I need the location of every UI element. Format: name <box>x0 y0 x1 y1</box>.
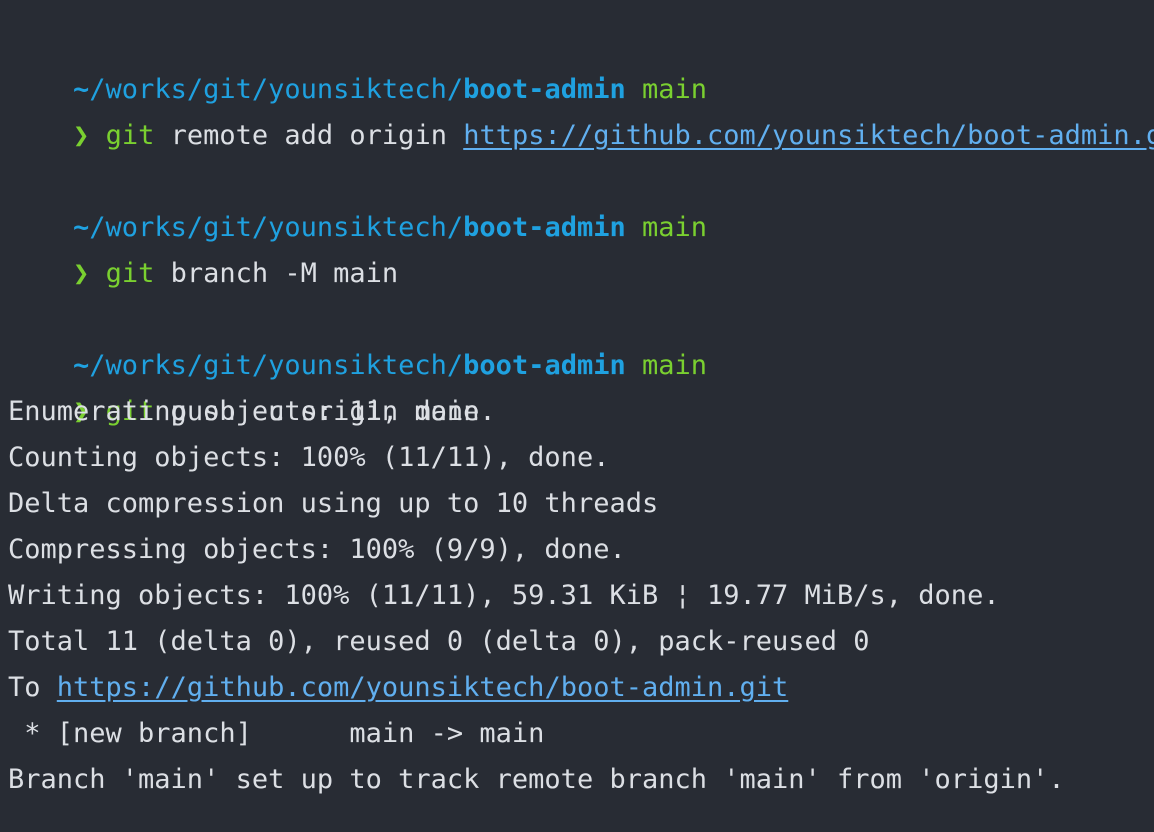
command-line: ❯ git push -u origin main <box>8 343 1154 427</box>
pushed-url-link[interactable]: https://github.com/younsiktech/boot-admi… <box>56 672 789 703</box>
prompt-branch: main <box>642 350 708 381</box>
command-args: remote add origin <box>170 120 447 151</box>
prompt-path: /works/git/younsiktech/ <box>89 350 464 381</box>
output-line: Branch 'main' set up to track remote bra… <box>8 764 1065 795</box>
prompt-home: ~ <box>73 350 90 381</box>
prompt-arrow-icon: ❯ <box>73 396 90 427</box>
prompt-line: ~/works/git/younsiktech/boot-admin main <box>8 21 1154 105</box>
output-line: Delta compression using up to 10 threads <box>8 488 659 519</box>
command-args: push -u origin main <box>170 396 480 427</box>
output-line: Writing objects: 100% (11/11), 59.31 KiB… <box>8 580 1000 611</box>
command-git: git <box>105 258 155 289</box>
output-line: Enumerating objects: 11, done. <box>8 396 496 427</box>
output-line: * [new branch] main -> main <box>8 718 545 749</box>
output-line: Compressing objects: 100% (9/9), done. <box>8 534 626 565</box>
prompt-path: /works/git/younsiktech/ <box>89 212 464 243</box>
output-line: Total 11 (delta 0), reused 0 (delta 0), … <box>8 626 870 657</box>
prompt-arrow-icon: ❯ <box>73 120 90 151</box>
prompt-path: /works/git/younsiktech/ <box>89 74 464 105</box>
command-git: git <box>105 396 155 427</box>
prompt-repo: boot-admin <box>463 212 626 243</box>
prompt-repo: boot-admin <box>463 350 626 381</box>
command-git: git <box>105 120 155 151</box>
prompt-arrow-icon: ❯ <box>73 258 90 289</box>
prompt-home: ~ <box>73 74 90 105</box>
command-line: ❯ git branch -M main <box>8 205 1154 289</box>
prompt-line: ~/works/git/younsiktech/boot-admin main <box>8 297 1154 381</box>
prompt-branch: main <box>642 74 708 105</box>
prompt-line: ~/works/git/younsiktech/boot-admin main <box>8 159 1154 243</box>
output-to-label: To <box>8 672 41 703</box>
prompt-home: ~ <box>73 212 90 243</box>
prompt-branch: main <box>642 212 708 243</box>
output-line: Counting objects: 100% (11/11), done. <box>8 442 610 473</box>
remote-url-link[interactable]: https://github.com/younsiktech/boot-admi… <box>463 120 1154 151</box>
command-line: ❯ git remote add origin https://github.c… <box>8 67 1154 151</box>
output-line: To https://github.com/younsiktech/boot-a… <box>8 665 1154 711</box>
command-args: branch -M main <box>170 258 399 289</box>
prompt-repo: boot-admin <box>463 74 626 105</box>
